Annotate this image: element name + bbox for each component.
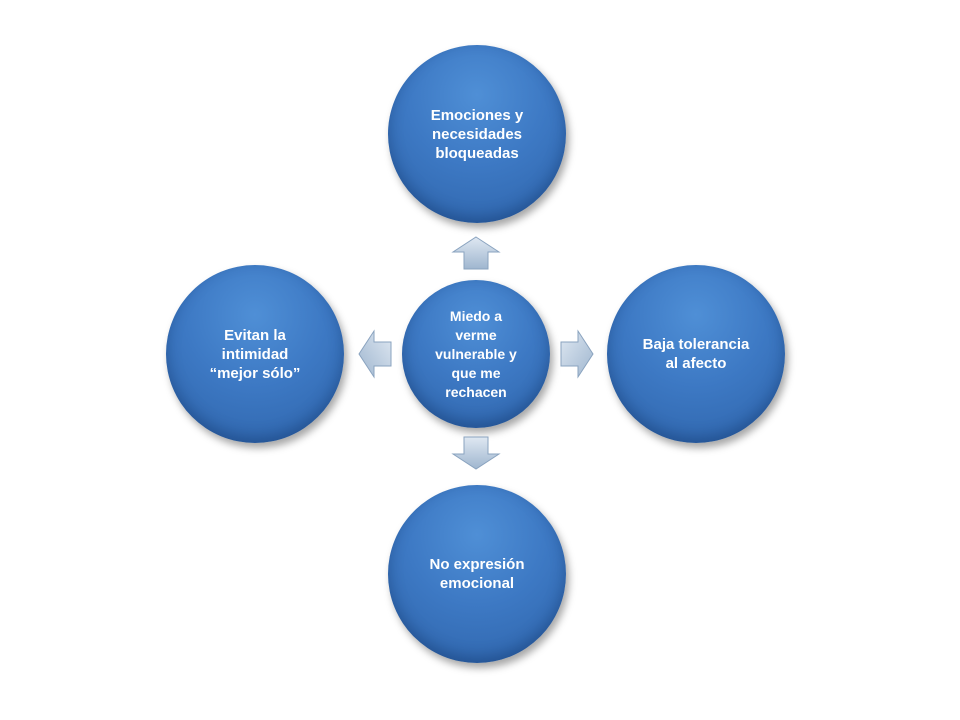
arrow-down-icon [451,436,501,470]
node-label: Miedo a verme vulnerable y que me rechac… [435,307,517,400]
arrow-right-icon [560,329,594,379]
node-emociones-bloqueadas: Emociones y necesidades bloqueadas [388,45,566,223]
node-label: Evitan la intimidad “mejor sólo” [209,326,301,382]
arrow-up-icon [451,236,501,270]
node-label: Baja tolerancia al afecto [642,336,750,372]
arrow-left-icon [358,329,392,379]
node-label: Emociones y necesidades bloqueadas [430,106,524,162]
node-no-expresion: No expresión emocional [388,485,566,663]
node-miedo-central: Miedo a verme vulnerable y que me rechac… [402,280,550,428]
node-baja-tolerancia: Baja tolerancia al afecto [607,265,785,443]
node-label: No expresión emocional [429,556,525,592]
node-evitan-intimidad: Evitan la intimidad “mejor sólo” [166,265,344,443]
